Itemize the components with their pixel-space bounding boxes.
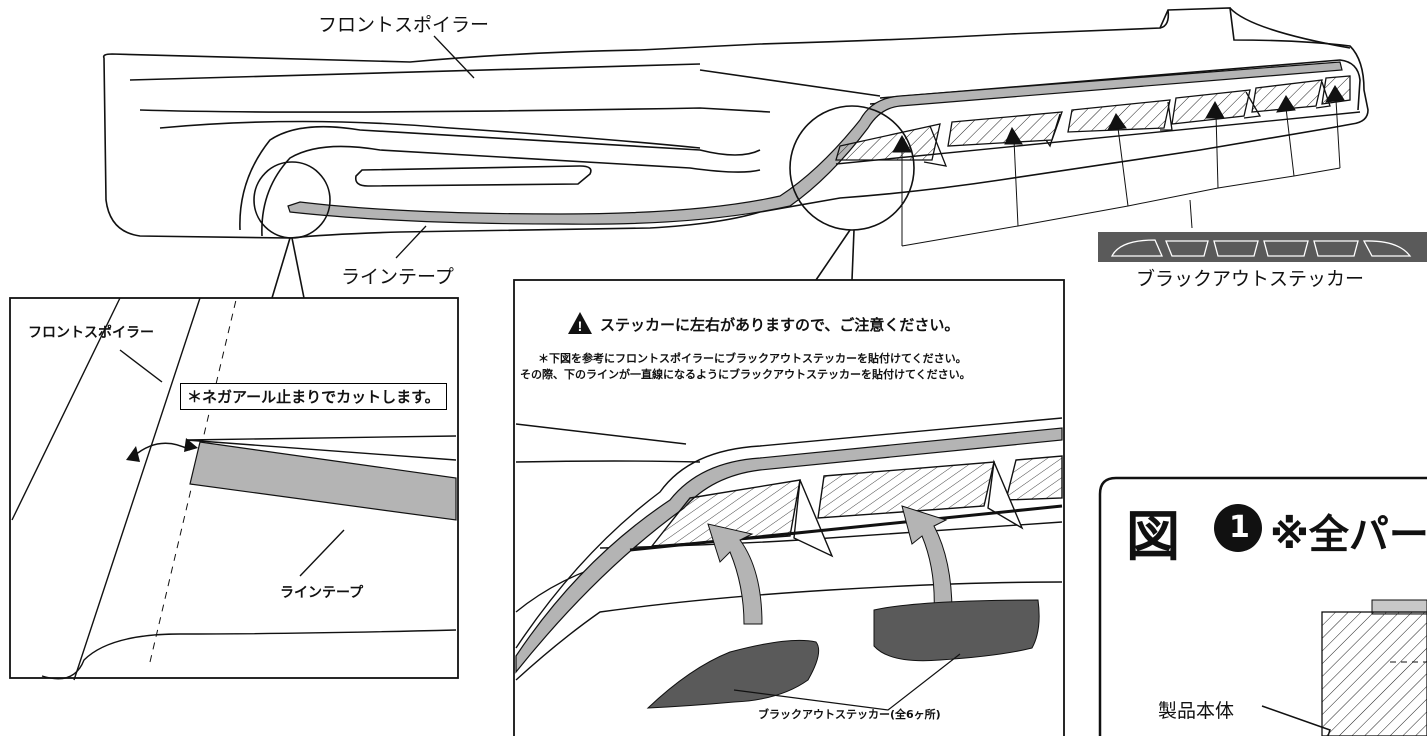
cut-note: ＊ネガアール止まりでカットします。 — [180, 383, 447, 410]
detail-left-line-tape-label: ラインテープ — [280, 585, 364, 601]
label-blackout-sticker: ブラックアウトステッカー — [1136, 268, 1365, 290]
vent-row — [835, 75, 1351, 167]
instruction-line-1: ＊下図を参考にフロントスポイラーにブラックアウトステッカーを貼付けてください。 — [538, 352, 967, 365]
leaders-main — [395, 35, 475, 259]
label-product-body: 製品本体 — [1158, 700, 1235, 722]
label-line-tape: ラインテープ — [341, 266, 454, 288]
warning-text: ステッカーに左右がありますので、ご注意ください。 — [600, 316, 960, 334]
instruction-line-2: その際、下のラインが一直線になるようにブラックアウトステッカーを貼付けてください… — [520, 368, 971, 381]
detail-left-panel — [9, 297, 459, 681]
detail-center-panel: ! — [513, 279, 1065, 736]
detail-left-front-spoiler-label: フロントスポイラー — [28, 325, 154, 341]
figure-panel — [1098, 476, 1427, 736]
sticker-arrows — [892, 85, 1345, 247]
figure-title-kanji: 図 — [1126, 505, 1180, 568]
figure-title-note: ※全パーツ — [1270, 512, 1427, 558]
zoom-callouts — [253, 105, 915, 299]
sticker-count-label: ブラックアウトステッカー(全6ヶ所) — [758, 708, 941, 721]
sticker-strip — [1098, 232, 1427, 262]
svg-text:!: ! — [578, 318, 583, 334]
label-front-spoiler: フロントスポイラー — [318, 14, 490, 36]
figure-number-icon: 1 — [1229, 510, 1250, 545]
line-tape-main — [287, 61, 1343, 225]
